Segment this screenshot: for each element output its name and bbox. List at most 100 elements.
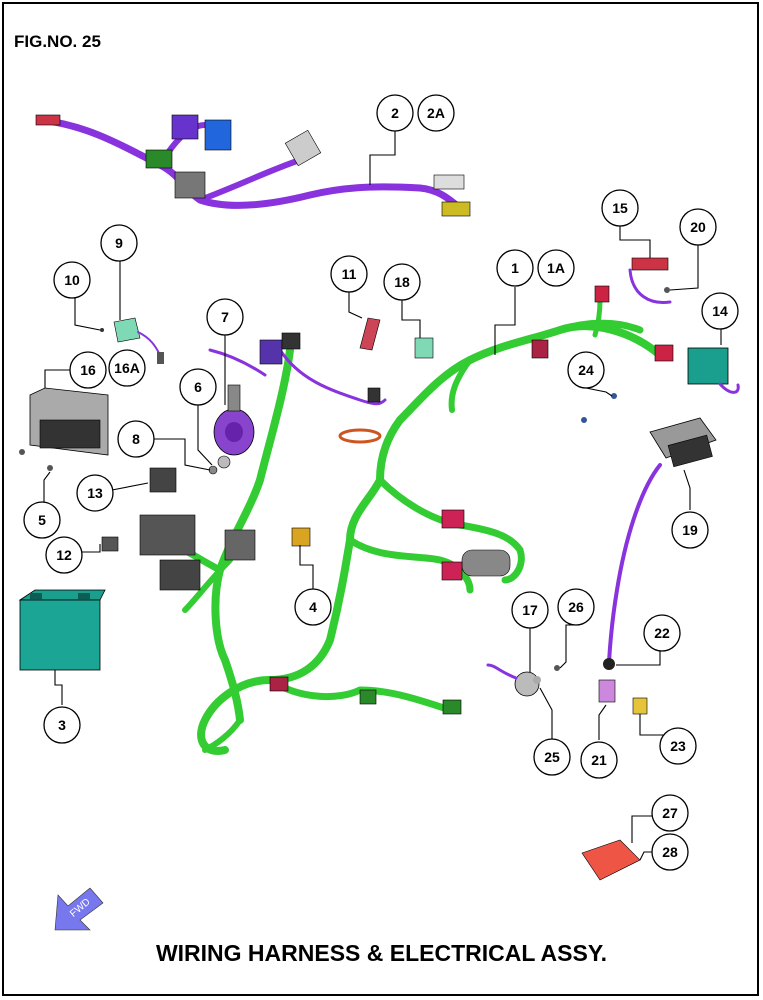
callout-11: 11 [330, 255, 368, 293]
sensor-17 [486, 663, 540, 697]
sub-harness-white-connector [284, 129, 322, 167]
svg-text:7: 7 [221, 309, 229, 325]
callout-21: 21 [580, 741, 618, 779]
callout-16: 16 [69, 351, 107, 389]
relay-13 [149, 467, 177, 493]
sub-harness-blue-connector [204, 119, 232, 151]
svg-text:17: 17 [522, 602, 538, 618]
callout-4: 4 [294, 588, 332, 626]
callout-15: 15 [601, 189, 639, 227]
svg-text:23: 23 [670, 738, 686, 754]
svg-text:27: 27 [662, 805, 678, 821]
svg-text:4: 4 [309, 599, 317, 615]
callout-20: 20 [679, 208, 717, 246]
callout-1A: 1A [537, 249, 575, 287]
callout-28: 28 [651, 833, 689, 871]
svg-text:6: 6 [194, 379, 202, 395]
connector-cluster [159, 559, 201, 591]
main-harness-connector [281, 332, 301, 350]
figure-number: FIG.NO. 25 [14, 32, 101, 51]
callout-5: 5 [23, 501, 61, 539]
bracket-11 [359, 317, 381, 351]
main-harness-connector [442, 699, 462, 715]
svg-text:9: 9 [115, 235, 123, 251]
callout-18: 18 [383, 263, 421, 301]
svg-text:1A: 1A [547, 260, 565, 276]
small-hardware [19, 287, 670, 684]
fuse-box-cluster [139, 514, 196, 556]
svg-text:1: 1 [511, 260, 519, 276]
regulator-14 [687, 347, 740, 394]
svg-text:10: 10 [64, 272, 80, 288]
horn-7 [213, 384, 255, 456]
svg-text:13: 13 [87, 485, 103, 501]
connector-23 [632, 697, 648, 715]
main-harness-connector [441, 509, 465, 529]
fuse-27 [581, 839, 641, 881]
sub-harness-end-connector [35, 114, 61, 126]
sub-harness-green-connector [145, 149, 173, 169]
spark-plug-cap-22 [603, 658, 615, 670]
sub-harness-grey-connector [174, 171, 206, 199]
relay-4 [291, 527, 311, 547]
callout-2A: 2A [417, 94, 455, 132]
svg-text:16: 16 [80, 362, 96, 378]
svg-text:5: 5 [38, 512, 46, 528]
sensor-18 [414, 337, 434, 359]
ignition-coil-19 [607, 417, 717, 664]
callout-9: 9 [100, 224, 138, 262]
callout-1: 1 [496, 249, 534, 287]
sensor-9 [113, 317, 164, 364]
callout-12: 12 [45, 536, 83, 574]
callout-10: 10 [53, 261, 91, 299]
svg-text:18: 18 [394, 274, 410, 290]
sensor-15 [628, 257, 672, 305]
cap-21 [598, 679, 616, 703]
svg-text:12: 12 [56, 547, 72, 563]
svg-text:26: 26 [568, 599, 584, 615]
callout-14: 14 [701, 292, 739, 330]
svg-text:11: 11 [342, 266, 357, 282]
svg-text:20: 20 [690, 219, 706, 235]
ecu-16 [29, 387, 109, 456]
svg-text:22: 22 [654, 625, 670, 641]
main-harness-connector [259, 339, 283, 365]
callout-13: 13 [76, 474, 114, 512]
svg-text:28: 28 [662, 844, 678, 860]
main-harness-connector [441, 561, 463, 581]
main-harness-connector [654, 344, 674, 362]
main-harness-relay-canister [461, 549, 511, 577]
callout-2: 2 [376, 94, 414, 132]
sub-harness-2 [35, 114, 471, 217]
switch-12 [101, 536, 119, 552]
callout-16A: 16A [108, 349, 146, 387]
main-harness-connector [359, 689, 377, 705]
callout-7: 7 [206, 298, 244, 336]
sub-harness-yellow-connector [441, 201, 471, 217]
callout-19: 19 [671, 511, 709, 549]
svg-text:3: 3 [58, 717, 66, 733]
callouts: 1 1A 2 2A 3 4 5 6 7 8 9 10 11 12 13 14 1… [23, 94, 739, 871]
callout-26: 26 [557, 588, 595, 626]
main-harness-red-connector [594, 285, 610, 303]
harness-band [338, 428, 382, 444]
svg-text:8: 8 [132, 431, 140, 447]
battery-3 [18, 589, 106, 671]
sub-harness-purple-connector [171, 114, 199, 140]
svg-text:21: 21 [591, 752, 607, 768]
callout-17: 17 [511, 591, 549, 629]
callout-6: 6 [179, 368, 217, 406]
fwd-arrow-icon: FWD [54, 887, 104, 931]
svg-text:2: 2 [391, 105, 399, 121]
callout-27: 27 [651, 794, 689, 832]
svg-text:25: 25 [544, 749, 560, 765]
sub-harness-light-connector [433, 174, 465, 190]
page-title: WIRING HARNESS & ELECTRICAL ASSY. [155, 940, 608, 966]
connector-cluster [224, 529, 256, 561]
svg-text:16A: 16A [114, 360, 140, 376]
callout-22: 22 [643, 614, 681, 652]
main-harness-1 [139, 285, 674, 755]
svg-text:19: 19 [682, 522, 698, 538]
